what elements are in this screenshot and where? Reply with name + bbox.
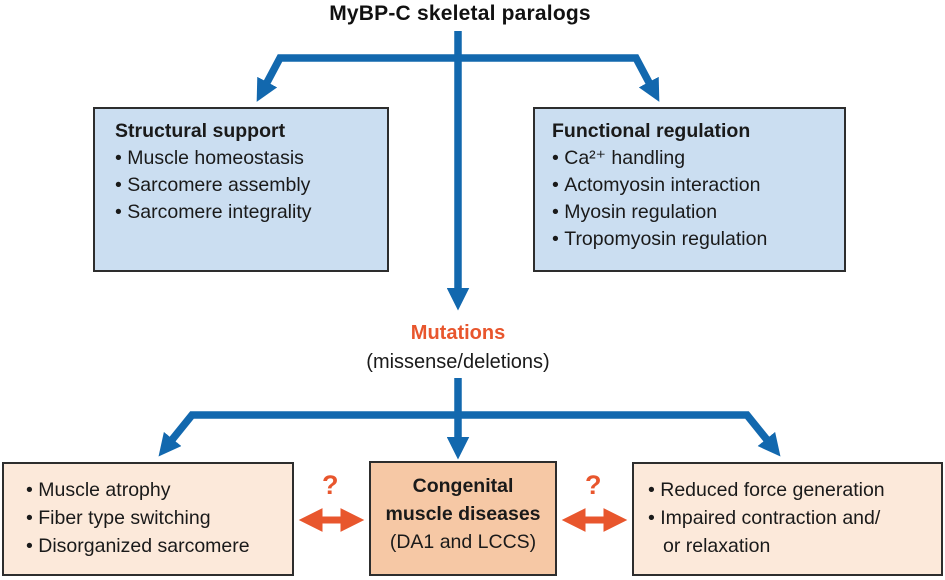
list-item: Impaired contraction and/	[648, 504, 939, 532]
list-item: Tropomyosin regulation	[552, 226, 840, 253]
mutations-label: Mutations	[410, 322, 506, 344]
list-item: Myosin regulation	[552, 199, 840, 226]
mutations-sublabel: (missense/deletions)	[366, 351, 550, 373]
list-item: Muscle atrophy	[26, 476, 288, 504]
list-item: Ca²⁺ handling	[552, 145, 840, 172]
congenital-heading-line1: Congenital	[412, 475, 514, 497]
arrow-top-branch	[256, 54, 660, 102]
structural-support-heading: Structural support	[115, 120, 286, 142]
box-structural-support: Structural support Muscle homeostasis Sa…	[93, 107, 389, 272]
congenital-subline: (DA1 and LCCS)	[389, 531, 537, 553]
box-congenital-muscle-diseases: Congenital muscle diseases (DA1 and LCCS…	[369, 461, 557, 576]
mutations-label-group: Mutations (missense/deletions)	[308, 319, 608, 377]
list-item: Actomyosin interaction	[552, 172, 840, 199]
box-contractile-defects: Reduced force generation Impaired contra…	[632, 462, 943, 576]
box-muscle-phenotypes: Muscle atrophy Fiber type switching Diso…	[2, 462, 294, 576]
list-item: Reduced force generation	[648, 476, 939, 504]
box-functional-regulation: Functional regulation Ca²⁺ handling Acto…	[533, 107, 846, 272]
diagram-title: MyBP-C skeletal paralogs	[329, 2, 591, 25]
list-item: Sarcomere integrality	[115, 199, 383, 226]
list-item: Sarcomere assembly	[115, 172, 383, 199]
list-item-continuation: or relaxation	[663, 535, 771, 557]
congenital-heading-line2: muscle diseases	[385, 503, 541, 525]
list-item: Fiber type switching	[26, 504, 288, 532]
question-mark-right: ?	[585, 470, 602, 500]
list-item: Disorganized sarcomere	[26, 532, 288, 560]
functional-regulation-heading: Functional regulation	[552, 120, 751, 142]
list-item: Muscle homeostasis	[115, 145, 383, 172]
question-mark-left: ?	[322, 470, 339, 500]
arrow-bottom-branch	[158, 411, 781, 457]
